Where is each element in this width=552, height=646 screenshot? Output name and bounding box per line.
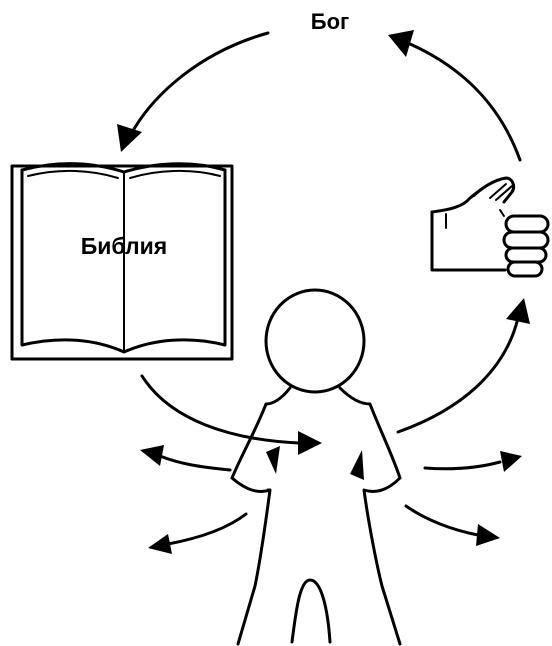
god-label: Бог <box>311 9 349 34</box>
arrow-outward-lower-right <box>404 504 500 546</box>
person-figure <box>230 288 402 646</box>
thumbs-up-hand-icon <box>430 176 550 278</box>
arrow-god-to-bible <box>117 31 270 152</box>
arrow-outward-upper-left <box>140 445 232 472</box>
arrow-bible-to-person <box>140 374 322 455</box>
arrow-outward-lower-left <box>148 512 248 554</box>
bible-label: Библия <box>81 233 167 259</box>
arrow-person-to-hand <box>396 298 530 434</box>
arrow-outward-upper-right <box>423 451 522 472</box>
arrow-hand-to-god <box>388 30 522 162</box>
bible-book-icon <box>10 162 234 361</box>
